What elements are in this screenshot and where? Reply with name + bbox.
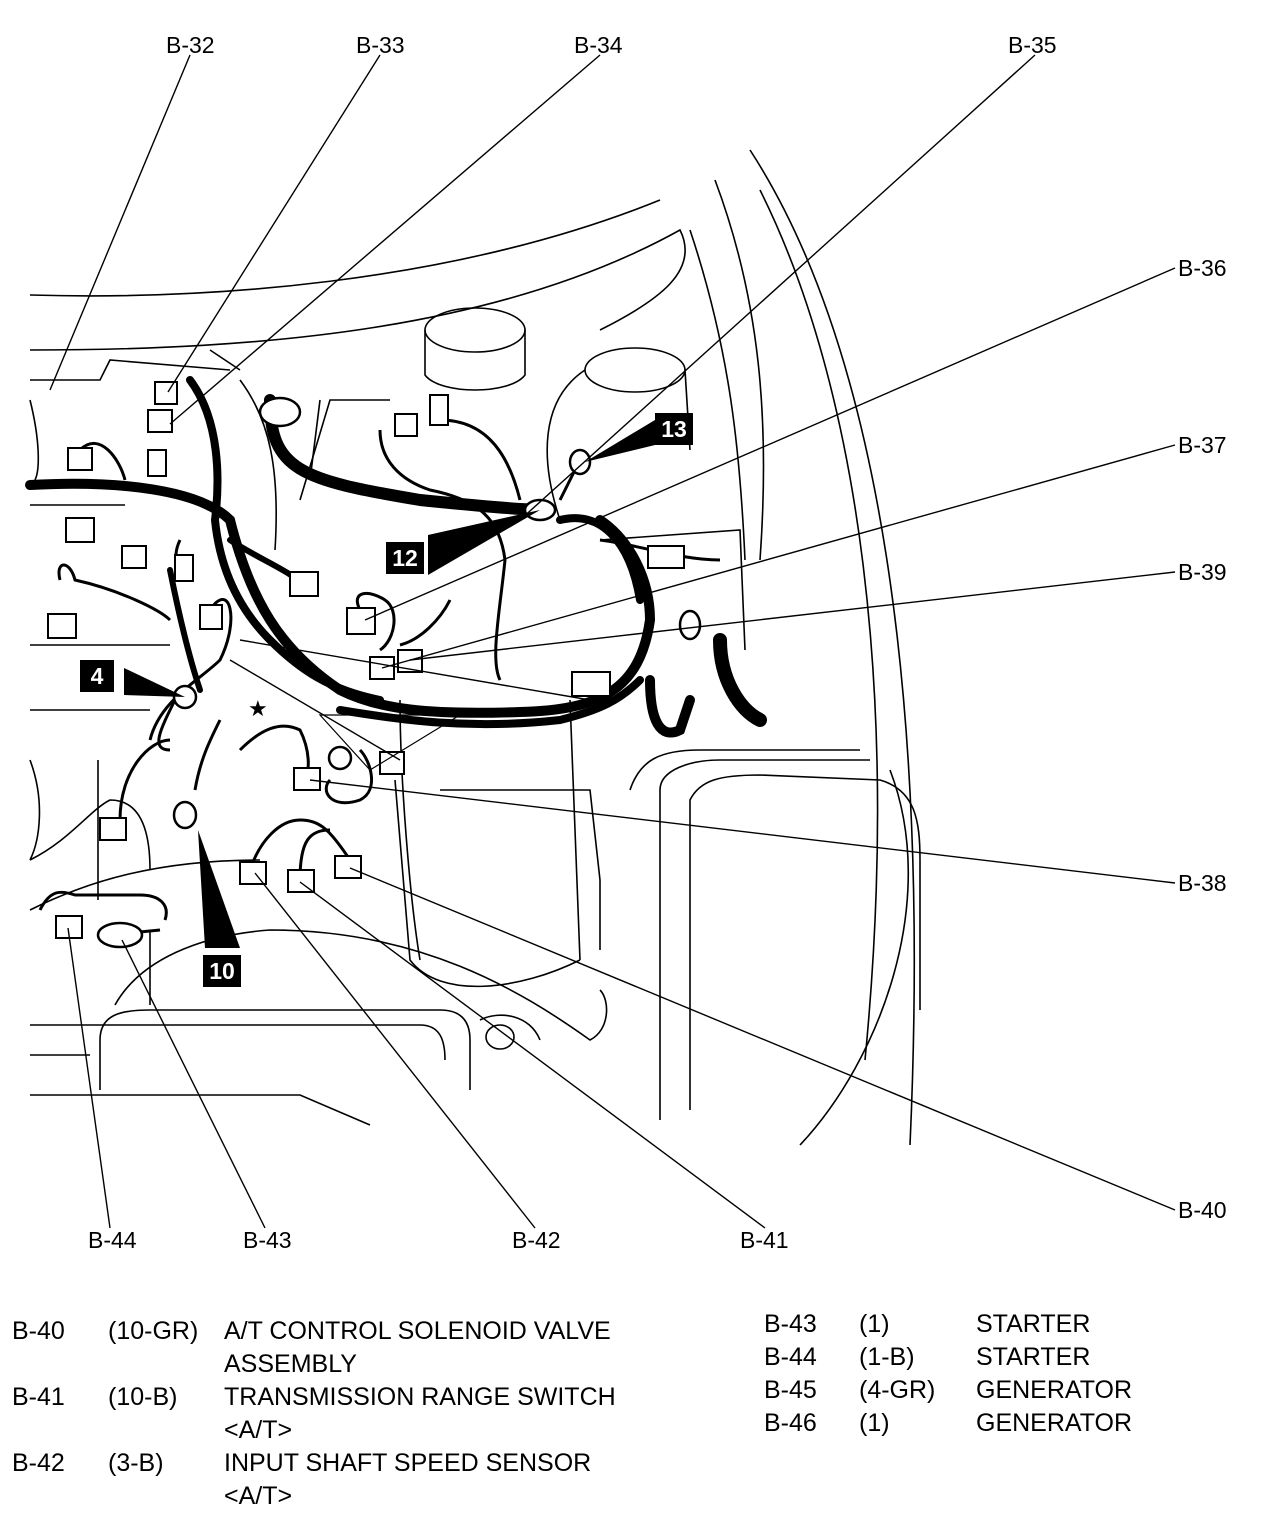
callout-b41: B-41: [740, 1227, 789, 1253]
ground-eyelets: [96, 396, 702, 949]
connector-id: B-41: [12, 1383, 65, 1411]
connector-name: STARTER: [976, 1343, 1091, 1371]
connector-blocks: [47, 381, 685, 939]
connector-code: (10-GR): [108, 1317, 199, 1345]
star-marker-icon: ★: [248, 697, 268, 722]
connector-id: B-46: [764, 1409, 817, 1437]
connector-id: B-43: [764, 1310, 817, 1338]
callout-b37: B-37: [1178, 432, 1227, 458]
connector-code: (4-GR): [859, 1376, 936, 1404]
connector-name-cont: ASSEMBLY: [224, 1350, 357, 1378]
leader-lines: [49, 54, 1176, 1229]
callout-b44: B-44: [88, 1227, 137, 1253]
legend-row: B-43 (1) STARTER: [764, 1308, 1244, 1341]
connector-name: GENERATOR: [976, 1409, 1133, 1437]
callout-b42: B-42: [512, 1227, 561, 1253]
legend-row: B-45 (4-GR) GENERATOR: [764, 1374, 1244, 1407]
connector-name-cont: <A/T>: [224, 1482, 293, 1510]
connector-id: B-44: [764, 1343, 817, 1371]
badge-pointers: [124, 420, 655, 948]
ground-badge-12: 12: [386, 542, 424, 574]
connector-id: B-40: [12, 1317, 65, 1345]
callout-b38: B-38: [1178, 870, 1227, 896]
callout-b35: B-35: [1008, 32, 1057, 58]
legend-row: B-44 (1-B) STARTER: [764, 1341, 1244, 1374]
callout-b33: B-33: [356, 32, 405, 58]
connector-code: (1): [859, 1310, 890, 1338]
wiring-harness-diagram: ★: [25, 54, 1176, 1229]
connector-name: INPUT SHAFT SPEED SENSOR: [224, 1449, 592, 1477]
connector-name: A/T CONTROL SOLENOID VALVE: [224, 1317, 611, 1345]
connector-code: (3-B): [108, 1449, 164, 1477]
connector-name: TRANSMISSION RANGE SWITCH: [224, 1383, 616, 1411]
callout-b39: B-39: [1178, 559, 1227, 585]
connector-id: B-42: [12, 1449, 65, 1477]
connector-name-cont: <A/T>: [224, 1416, 293, 1444]
connector-code: (10-B): [108, 1383, 178, 1411]
connector-code: (1-B): [859, 1343, 915, 1371]
legend-row: B-41 (10-B) TRANSMISSION RANGE SWITCH <A…: [12, 1381, 712, 1447]
callout-b43: B-43: [243, 1227, 292, 1253]
legend-row: B-46 (1) GENERATOR: [764, 1407, 1244, 1440]
callout-b36: B-36: [1178, 255, 1227, 281]
connector-name: STARTER: [976, 1310, 1091, 1338]
connector-name: GENERATOR: [976, 1376, 1133, 1404]
ground-badge-10: 10: [203, 955, 241, 987]
callout-b40: B-40: [1178, 1197, 1227, 1223]
callout-b32: B-32: [166, 32, 215, 58]
legend-left: B-40 (10-GR) A/T CONTROL SOLENOID VALVE …: [12, 1315, 712, 1513]
ground-badge-13: 13: [655, 413, 693, 445]
callout-b34: B-34: [574, 32, 623, 58]
ground-badge-4: 4: [80, 660, 114, 692]
connector-id: B-45: [764, 1376, 817, 1404]
legend-right: B-43 (1) STARTER B-44 (1-B) STARTER B-45…: [764, 1308, 1244, 1440]
connector-code: (1): [859, 1409, 890, 1437]
legend-row: B-42 (3-B) INPUT SHAFT SPEED SENSOR <A/T…: [12, 1447, 712, 1513]
legend-row: B-40 (10-GR) A/T CONTROL SOLENOID VALVE …: [12, 1315, 712, 1381]
engine-outline: [29, 149, 921, 1146]
